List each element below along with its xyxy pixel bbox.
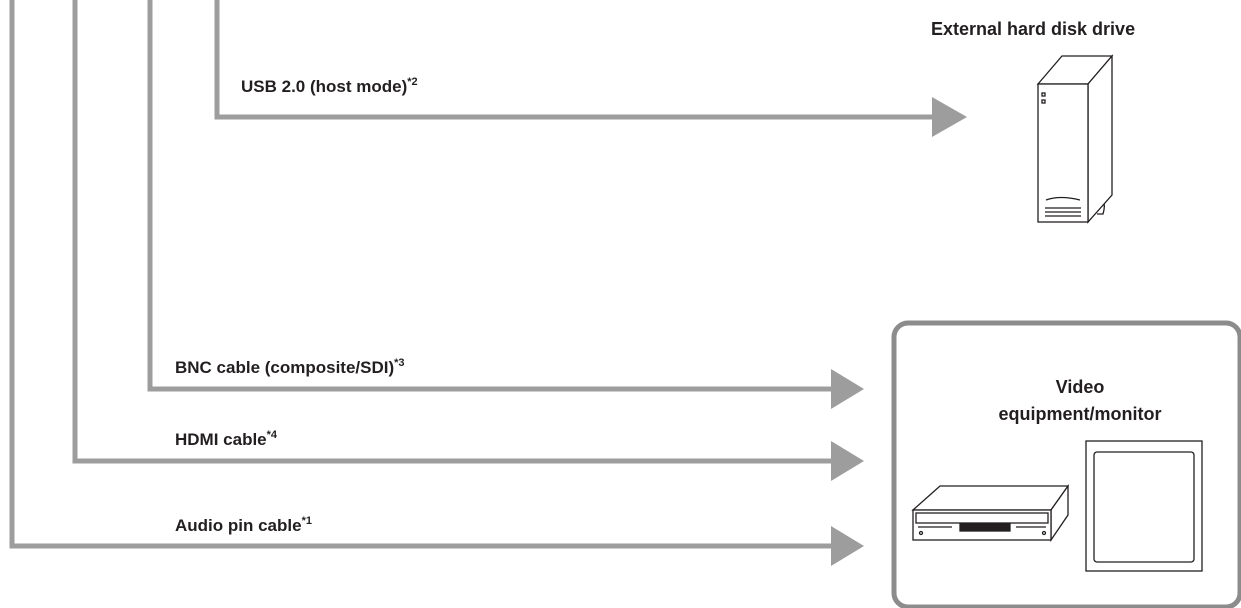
video-title-line2: equipment/monitor [998,404,1162,424]
audio-arrowhead [831,526,864,566]
video-deck-icon [911,483,1070,543]
audio-cable-label: Audio pin cable*1 [175,515,312,535]
video-title-line1: Video [1055,377,1105,397]
hdmi-cable-line [72,0,835,464]
usb-cable-line [214,0,935,120]
monitor-icon [1085,440,1203,572]
hard-disk-drive-icon [1036,54,1114,224]
bnc-cable-label: BNC cable (composite/SDI)*3 [175,357,405,377]
usb-arrowhead [932,97,967,137]
audio-cable-line [9,0,835,549]
hdmi-arrowhead [831,441,864,481]
hdmi-cable-label: HDMI cable*4 [175,429,278,449]
hdd-title: External hard disk drive [931,19,1136,39]
bnc-cable-line [147,0,835,392]
bnc-arrowhead [831,369,864,409]
usb-cable-label: USB 2.0 (host mode)*2 [241,76,418,96]
